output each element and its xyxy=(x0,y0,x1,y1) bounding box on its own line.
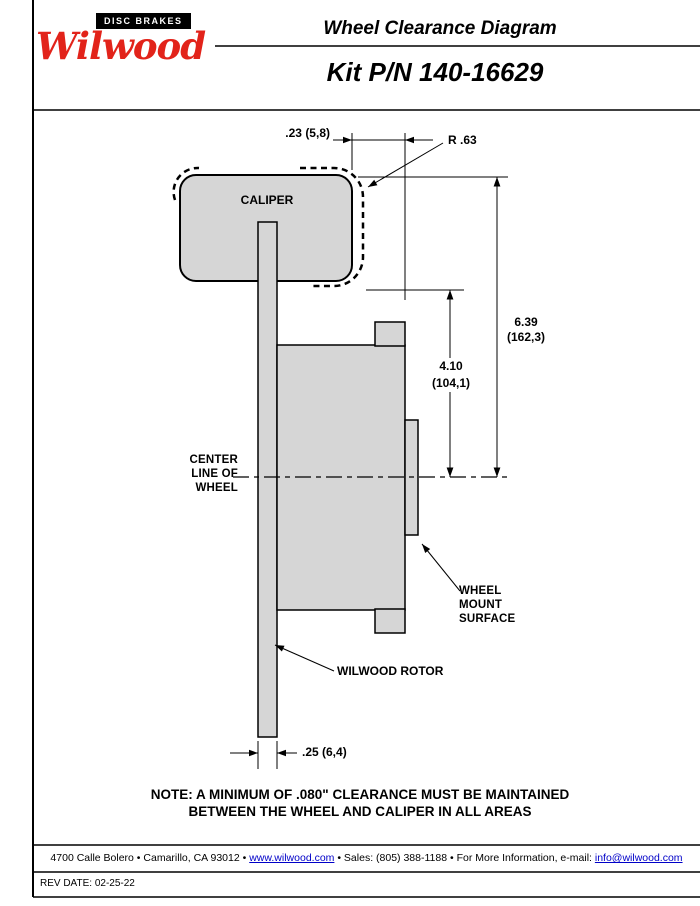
dim-mount-height: 4.10 (104,1) xyxy=(422,358,480,392)
dim-rotor-thickness: .25 (6,4) xyxy=(302,745,347,759)
arrowhead-icon xyxy=(249,749,258,757)
wheel-mount-label: WHEEL MOUNT SURFACE xyxy=(459,584,549,626)
rotor-shape xyxy=(257,221,278,738)
wheel-mount-label-line2: MOUNT xyxy=(459,599,503,611)
rotor-label: WILWOOD ROTOR xyxy=(337,664,444,678)
clearance-dash-right xyxy=(300,166,365,288)
footer-email-link[interactable]: info@wilwood.com xyxy=(594,852,683,864)
arrowhead-icon xyxy=(368,179,378,187)
arrowhead-icon xyxy=(493,467,501,477)
hat-top-flange-shape xyxy=(374,321,406,347)
rev-date: REV DATE: 02-25-22 xyxy=(40,878,135,889)
wilwood-logo-script: Wilwood xyxy=(36,24,206,68)
centerline-label-line3: WHEEL xyxy=(195,482,238,494)
footer-address-part2: • Sales: (805) 388-1188 • For More Infor… xyxy=(334,852,595,864)
dim-overall-height-in: 6.39 xyxy=(514,315,538,329)
logo-tagline: DISC BRAKES xyxy=(96,13,191,29)
leader-corner-radius xyxy=(367,142,444,188)
page-title: Wheel Clearance Diagram xyxy=(323,18,557,39)
wilwood-logo: DISC BRAKES Wilwood xyxy=(36,13,216,68)
arrowhead-icon xyxy=(275,645,285,652)
clearance-note: NOTE: A MINIMUM OF .080" CLEARANCE MUST … xyxy=(70,786,650,820)
kit-part-number: Kit P/N 140-16629 xyxy=(326,57,544,87)
leader-rotor xyxy=(274,644,335,672)
arrowhead-icon xyxy=(343,136,352,144)
centerline-label-line2: LINE OF xyxy=(191,468,238,480)
dim-mount-height-mm: (104,1) xyxy=(431,376,471,390)
dim-mount-height-in: 4.10 xyxy=(439,359,463,373)
dim-corner-radius: R .63 xyxy=(448,133,477,147)
clearance-note-line1: NOTE: A MINIMUM OF .080" CLEARANCE MUST … xyxy=(150,787,570,802)
footer-address-line: 4700 Calle Bolero • Camarillo, CA 93012 … xyxy=(33,852,700,864)
arrowhead-icon xyxy=(277,749,286,757)
arrowhead-icon xyxy=(446,290,454,300)
footer-address-part1: 4700 Calle Bolero • Camarillo, CA 93012 … xyxy=(50,852,250,864)
footer-website-link[interactable]: www.wilwood.com xyxy=(249,852,335,864)
arrowhead-icon xyxy=(493,177,501,187)
dimension-arrowheads xyxy=(249,136,501,757)
leader-wheel-mount xyxy=(421,543,461,592)
dim-overall-height: 6.39 (162,3) xyxy=(498,315,554,345)
centerline-label-line1: CENTER xyxy=(189,454,238,466)
clearance-note-line2: BETWEEN THE WHEEL AND CALIPER IN ALL ARE… xyxy=(188,804,532,819)
hat-bottom-flange-shape xyxy=(374,608,406,634)
clearance-dash-top-left xyxy=(172,166,200,201)
dim-overall-height-mm: (162,3) xyxy=(506,330,546,344)
caliper-label: CALIPER xyxy=(240,193,294,207)
wheel-mount-label-line3: SURFACE xyxy=(459,613,516,625)
centerline-label: CENTER LINE OF WHEEL xyxy=(172,453,238,495)
arrowhead-icon xyxy=(422,544,431,553)
dim-caliper-offset: .23 (5,8) xyxy=(285,126,330,140)
arrowhead-icon xyxy=(446,467,454,477)
wheel-mount-label-line1: WHEEL xyxy=(459,585,502,597)
arrowhead-icon xyxy=(405,136,414,144)
